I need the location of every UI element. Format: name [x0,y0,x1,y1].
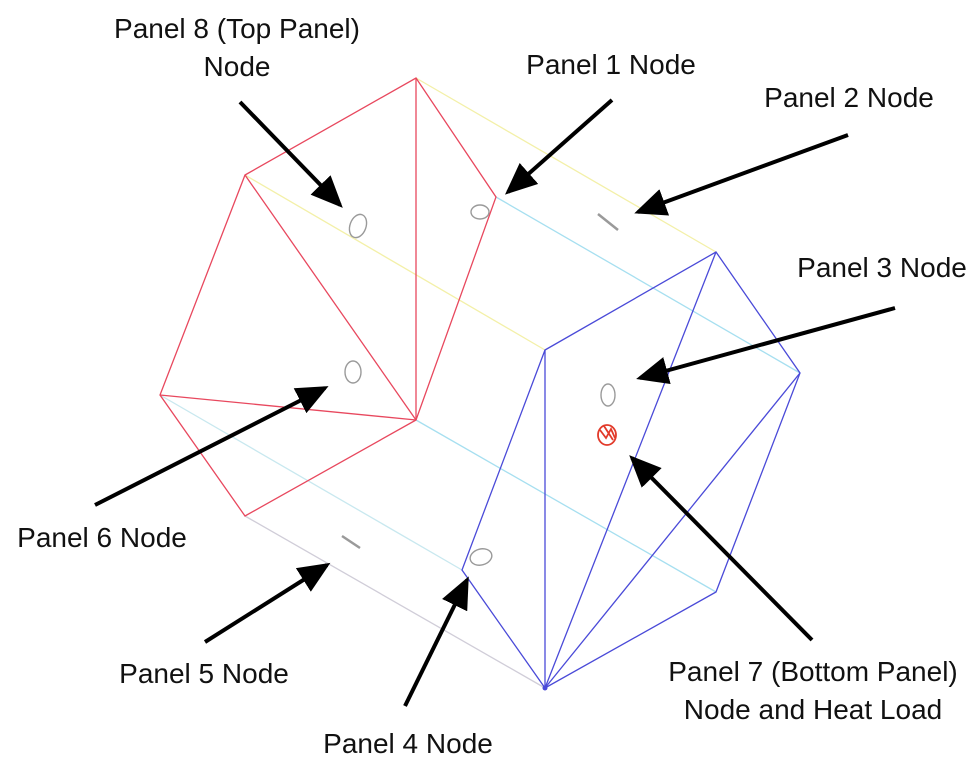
callout-labels: Panel 8 (Top Panel) Node Panel 1 Node Pa… [17,13,967,759]
connector-edge-upper [495,196,801,374]
panel-1-node [470,204,490,220]
bottom-vertex-dot [542,685,548,691]
panel-1-arrow [505,98,614,195]
panel-5-arrow [203,562,331,644]
left-hexagon-diagonal-a [244,174,417,421]
right-hexagon-diagonal-b [544,372,801,689]
heat-load-icon [599,425,616,441]
panel-2-label: Panel 2 Node [764,82,934,113]
right-hexagon [461,251,801,689]
connector-edge-top [415,77,717,253]
panel-6-node [344,360,362,384]
panel-7-label-line2: Node and Heat Load [684,694,942,725]
panel-5-node [341,534,361,550]
panel-3-arrow [636,306,896,385]
panel-3-node [600,383,616,407]
panel-8-node [348,213,368,239]
connector-edge-lower [159,394,463,571]
connector-edges [159,77,801,689]
panel-6-label: Panel 6 Node [17,522,187,553]
callout-arrows [94,98,896,707]
panel-4-node [469,548,493,566]
panel-4-arrow [403,576,469,707]
panel-5-label: Panel 5 Node [119,658,289,689]
panel-8-arrow [238,100,343,208]
panel-8-label-line2: Node [204,51,271,82]
panel-4-label: Panel 4 Node [323,728,493,759]
left-hexagon [159,77,497,517]
panel-7-label-line1: Panel 7 (Bottom Panel) [668,656,958,687]
panel-7-arrow [629,455,814,642]
panel-2-node [597,213,619,231]
panel-7-node [597,424,617,446]
panel-3-label: Panel 3 Node [797,252,967,283]
connector-edge-bottom [244,515,546,689]
connector-edge-left [244,174,546,351]
panel-6-arrow [94,386,329,507]
panel-7-node-heat-load [597,424,617,446]
connector-edge-center [415,419,717,593]
left-hexagon-outline [159,77,497,517]
panel-2-arrow [634,133,849,216]
panel-nodes [341,204,619,566]
panel-8-label-line1: Panel 8 (Top Panel) [114,13,360,44]
right-hexagon-diagonal-a [544,251,717,689]
panel-1-label: Panel 1 Node [526,49,696,80]
